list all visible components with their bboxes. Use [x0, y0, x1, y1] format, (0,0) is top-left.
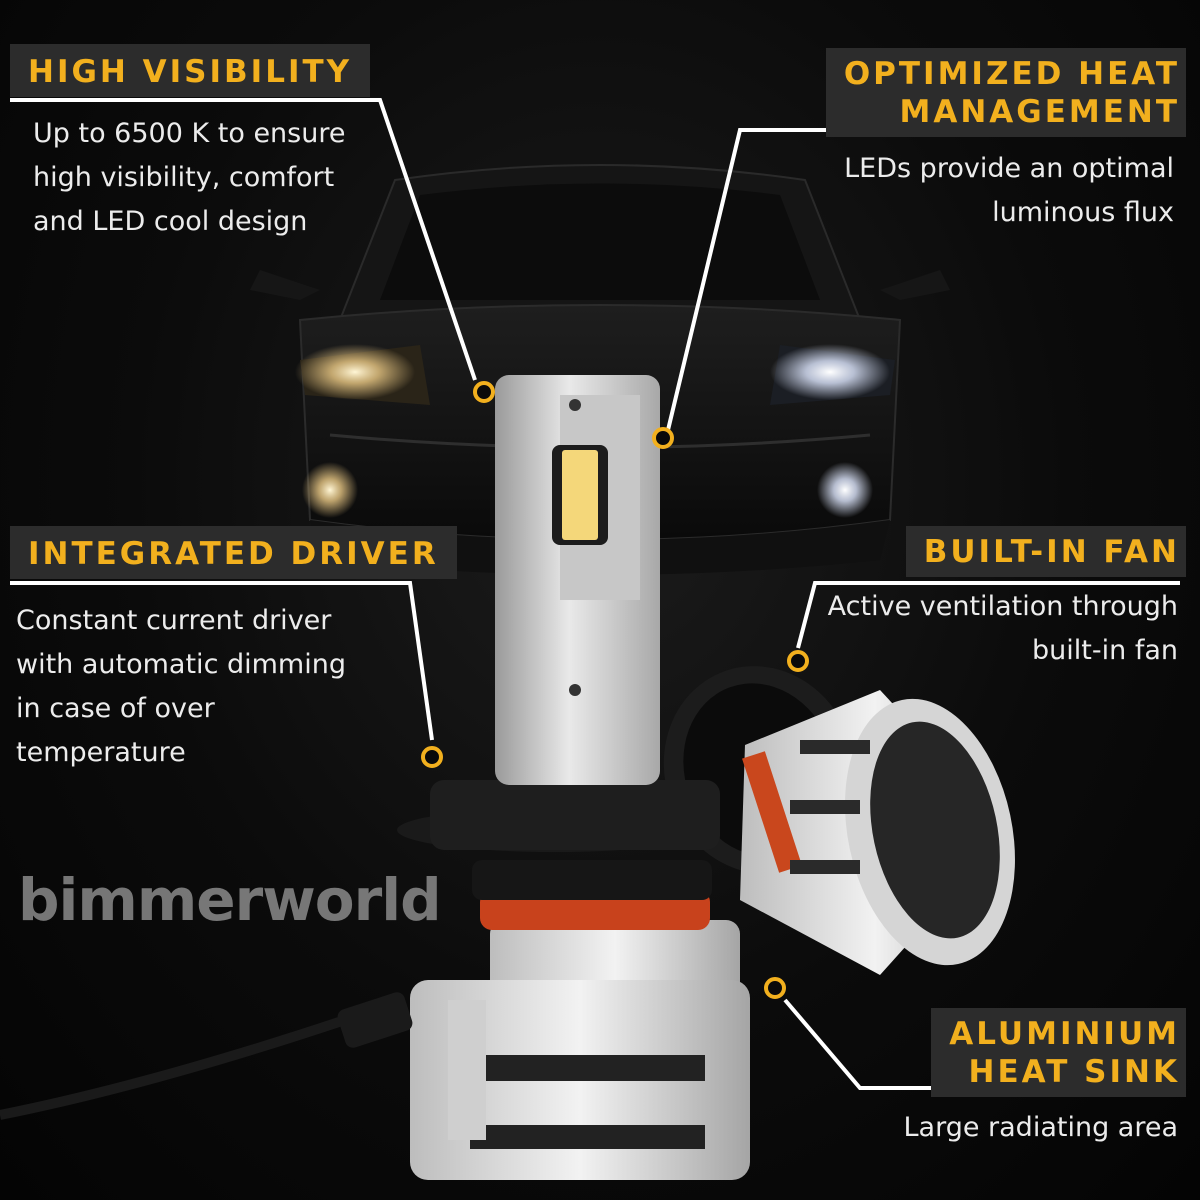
- integrated-driver-line-2: with automatic dimming: [16, 649, 346, 680]
- heat-management-title-line-2: MANAGEMENT: [899, 94, 1180, 130]
- integrated-driver-line-3: in case of over: [16, 693, 215, 724]
- brand-watermark: bimmerworld: [18, 866, 442, 934]
- heat-management-title-line-1: OPTIMIZED HEAT: [843, 56, 1180, 92]
- leader-built-in-fan: [796, 581, 1180, 649]
- marker-integrated-driver: [421, 746, 443, 768]
- integrated-driver-title: INTEGRATED DRIVER: [28, 536, 439, 572]
- cable-connector: [337, 992, 413, 1048]
- heat-sink-title-line-1: ALUMINIUM: [949, 1016, 1180, 1052]
- marker-heat-management: [652, 427, 674, 449]
- marker-high-visibility: [473, 381, 495, 403]
- marker-heat-sink: [764, 977, 786, 999]
- high-visibility-title: HIGH VISIBILITY: [28, 54, 353, 90]
- heat-sink-description: Large radiating area: [903, 1106, 1178, 1150]
- integrated-driver-heading: INTEGRATED DRIVER: [10, 526, 457, 579]
- high-visibility-heading: HIGH VISIBILITY: [10, 44, 371, 97]
- heat-sink-heading: ALUMINIUM HEAT SINK: [931, 1008, 1186, 1097]
- integrated-driver-line-1: Constant current driver: [16, 605, 332, 636]
- built-in-fan-heading: BUILT-IN FAN: [905, 526, 1186, 577]
- built-in-fan-description: Active ventilation through built-in fan: [828, 585, 1178, 673]
- heat-management-line-1: LEDs provide an optimal: [844, 153, 1174, 184]
- built-in-fan-line-1: Active ventilation through: [827, 591, 1178, 622]
- high-visibility-line-2: high visibility, comfort: [33, 162, 335, 193]
- leader-integrated-driver: [10, 581, 434, 741]
- power-cable: [0, 1015, 347, 1120]
- built-in-fan-line-2: built-in fan: [1032, 635, 1178, 666]
- marker-built-in-fan: [787, 650, 809, 672]
- heat-sink-line-1: Large radiating area: [903, 1112, 1178, 1143]
- high-visibility-description: Up to 6500 K to ensure high visibility, …: [33, 112, 345, 244]
- integrated-driver-line-4: temperature: [16, 737, 186, 768]
- led-bulb: [397, 375, 750, 1180]
- heat-management-description: LEDs provide an optimal luminous flux: [844, 147, 1174, 235]
- heat-management-line-2: luminous flux: [992, 197, 1174, 228]
- heat-management-heading: OPTIMIZED HEAT MANAGEMENT: [825, 48, 1186, 137]
- high-visibility-line-1: Up to 6500 K to ensure: [33, 118, 346, 149]
- heat-sink-title-line-2: HEAT SINK: [968, 1054, 1180, 1090]
- callout-markers: [421, 381, 809, 999]
- high-visibility-line-3: and LED cool design: [33, 206, 308, 237]
- integrated-driver-description: Constant current driver with automatic d…: [16, 599, 346, 775]
- built-in-fan-title: BUILT-IN FAN: [923, 534, 1180, 570]
- leader-high-visibility: [10, 98, 477, 381]
